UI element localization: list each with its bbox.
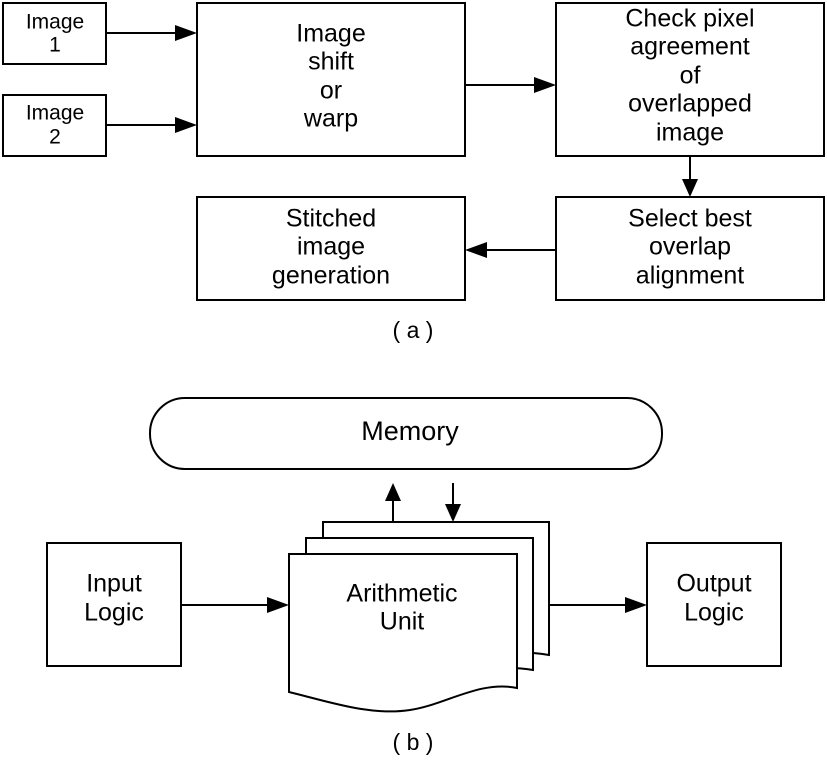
check-pixel-label-line: overlapped <box>628 90 752 118</box>
arrow-unit-to-output <box>549 597 647 613</box>
check-pixel-label-line: image <box>656 119 724 147</box>
output-logic-label-line: Output <box>676 570 751 598</box>
output-logic-label-line: Logic <box>684 599 744 627</box>
arithmetic-unit-stack: Arithmetic Unit <box>288 521 550 713</box>
stitched-label-line: image <box>297 233 365 261</box>
arithmetic-unit-front-sheet <box>288 553 518 713</box>
stitched-label-line: generation <box>272 262 390 290</box>
select-best-label-line: Select best <box>628 205 752 233</box>
stitched-box: Stitched image generation <box>196 196 466 301</box>
check-pixel-label-line: Check pixel <box>625 5 754 33</box>
select-best-box: Select best overlap alignment <box>555 196 825 301</box>
select-best-label-line: overlap <box>649 233 731 261</box>
diagram-a: Image 1 Image 2 Image shift or warp Chec… <box>2 2 825 343</box>
check-pixel-label-line: of <box>680 62 701 90</box>
arrow-input-to-unit <box>181 597 289 613</box>
check-pixel-label-line: agreement <box>630 33 750 61</box>
shift-warp-label-line: warp <box>303 105 358 133</box>
arrow-shift-to-check <box>465 77 556 93</box>
caption-b: ( b ) <box>393 729 434 755</box>
shift-warp-box: Image shift or warp <box>196 2 466 157</box>
shift-warp-label-line: shift <box>308 48 354 76</box>
arrow-memory-to-unit <box>445 483 461 522</box>
input-logic-label-line: Input <box>86 570 142 598</box>
arrow-select-to-stitched <box>465 242 556 258</box>
shift-warp-label-line: Image <box>296 20 365 48</box>
arrow-image1-to-shift <box>106 25 197 41</box>
image1-label-line: 1 <box>49 34 61 57</box>
arrow-image2-to-shift <box>106 117 197 133</box>
stitched-label-line: Stitched <box>286 205 376 233</box>
check-pixel-box: Check pixel agreement of overlapped imag… <box>555 2 825 157</box>
arrow-unit-to-memory <box>385 483 401 522</box>
arithmetic-unit-label-line: Unit <box>380 608 425 636</box>
input-logic-box: Input Logic <box>46 542 182 667</box>
caption-a: ( a ) <box>393 317 434 343</box>
select-best-label-line: alignment <box>636 262 744 290</box>
image1-label-line: Image <box>26 11 84 34</box>
image2-label-line: 2 <box>49 126 61 149</box>
diagram-b: Memory Input Logic Output Logic Arithmet… <box>46 397 782 755</box>
image2-box: Image 2 <box>2 94 107 157</box>
arrow-check-to-select <box>682 156 698 197</box>
input-logic-label-line: Logic <box>84 599 144 627</box>
arithmetic-unit-label-line: Arithmetic <box>346 580 457 608</box>
memory-label: Memory <box>361 416 459 446</box>
output-logic-box: Output Logic <box>646 542 782 667</box>
image1-box: Image 1 <box>2 2 107 65</box>
memory-box: Memory <box>149 397 663 470</box>
shift-warp-label-line: or <box>320 77 342 105</box>
image2-label-line: Image <box>26 102 84 125</box>
